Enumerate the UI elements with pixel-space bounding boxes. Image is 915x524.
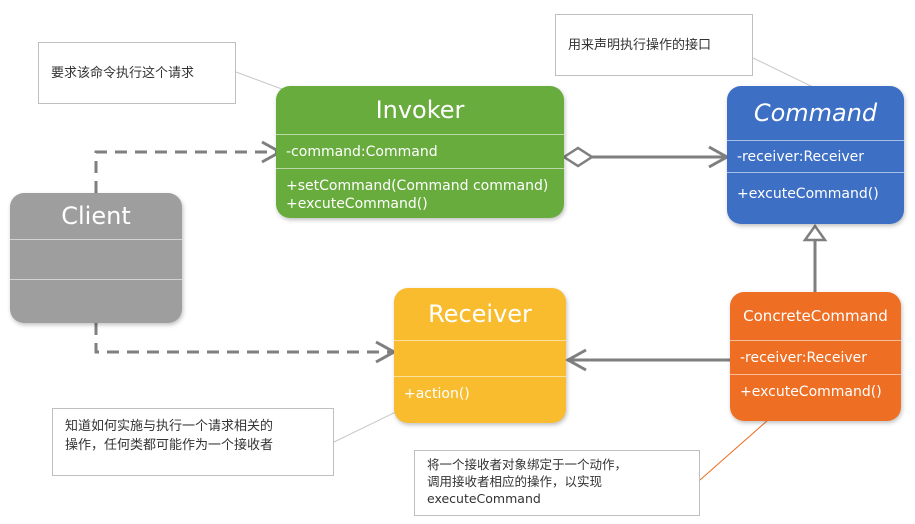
note-receiver: 知道如何实施与执行一个请求相关的 操作，任何类都可能作为一个接收者 [52, 408, 334, 476]
invoker-class: Invoker -command:Command +setCommand(Com… [276, 86, 564, 218]
client-invoker-dependency [94, 150, 280, 193]
note-concrete: 将一个接收者对象绑定于一个动作， 调用接收者相应的操作，以实现 executeC… [414, 450, 700, 516]
concrete-command-operations: +excuteCommand() [730, 374, 901, 421]
generalization-triangle [802, 223, 828, 242]
note-invoker: 要求该命令执行这个请求 [38, 42, 236, 104]
concrete-receiver-arrowhead [564, 348, 587, 372]
concrete-command-name: ConcreteCommand [743, 307, 888, 325]
command-name: Command [753, 99, 878, 127]
command-operations: +excuteCommand() [727, 172, 904, 224]
receiver-operations: +action() [394, 376, 566, 423]
concrete-command-attr: -receiver:Receiver [740, 349, 868, 366]
invoker-attributes: -command:Command [276, 134, 564, 168]
invoker-operations: +setCommand(Command command) +excuteComm… [276, 168, 564, 218]
note-receiver-line-2: 操作，任何类都可能作为一个接收者 [65, 438, 274, 453]
concrete-command-op-excutecommand: +excuteCommand() [740, 384, 882, 400]
note-command: 用来声明执行操作的接口 [555, 14, 753, 76]
receiver-op-action: +action() [404, 386, 470, 402]
receiver-class: Receiver +action() [394, 288, 566, 423]
command-op-excutecommand: +excuteCommand() [737, 186, 879, 202]
invoker-name: Invoker [375, 96, 465, 124]
command-interface: Command -receiver:Receiver +excuteComman… [727, 86, 904, 224]
aggregation-diamond [561, 146, 595, 168]
invoker-attr: -command:Command [286, 143, 438, 160]
invoker-op-excutecommand: +excuteCommand() [286, 196, 428, 212]
callout-line-command [752, 57, 816, 89]
note-concrete-line-2: 调用接收者相应的操作，以实现 [427, 474, 603, 489]
client-operations [10, 279, 182, 323]
receiver-attributes [394, 340, 566, 376]
command-attr: -receiver:Receiver [737, 148, 865, 165]
client-receiver-dependency [94, 323, 394, 354]
concrete-command-attributes: -receiver:Receiver [730, 340, 901, 374]
client-name: Client [61, 202, 131, 230]
note-concrete-line-3: executeCommand [427, 491, 541, 506]
note-invoker-text: 要求该命令执行这个请求 [51, 65, 195, 81]
client-attributes [10, 239, 182, 279]
note-concrete-line-1: 将一个接收者对象绑定于一个动作， [427, 457, 628, 472]
concrete-command-class: ConcreteCommand -receiver:Receiver +excu… [730, 292, 901, 421]
note-command-text: 用来声明执行操作的接口 [568, 37, 712, 53]
client-class: Client [10, 193, 182, 323]
command-attributes: -receiver:Receiver [727, 140, 904, 172]
invoker-op-setcommand: +setCommand(Command command) [286, 178, 549, 194]
receiver-name: Receiver [428, 300, 532, 328]
callout-line-concrete [699, 419, 769, 481]
note-receiver-line-1: 知道如何实施与执行一个请求相关的 [65, 419, 274, 434]
